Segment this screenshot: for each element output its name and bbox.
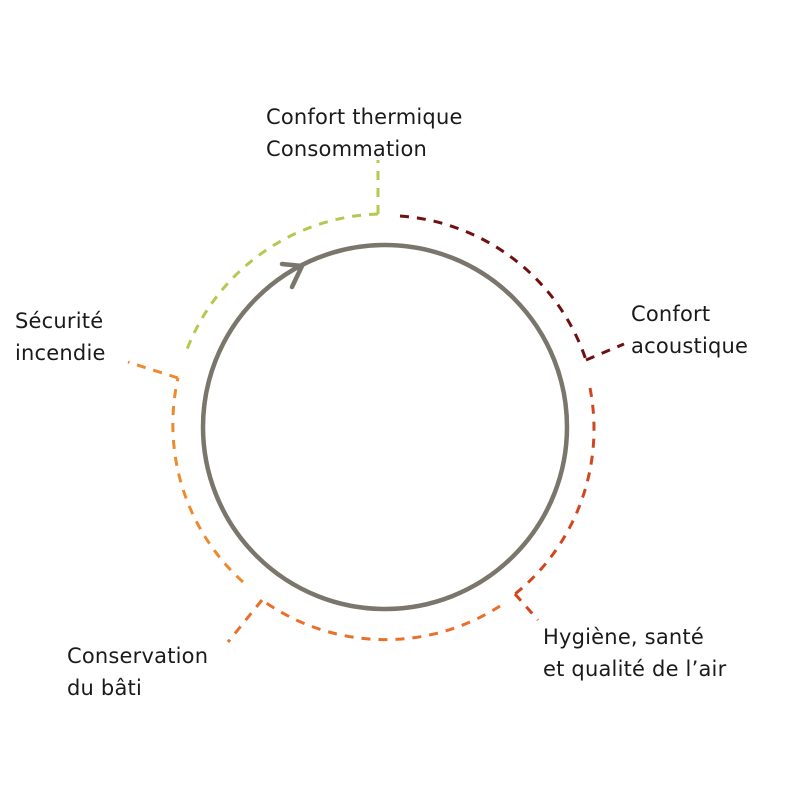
cycle-circle <box>200 242 570 612</box>
label-line: Consommation <box>266 137 428 161</box>
label-securite-incendie: Sécurité incendie <box>15 305 106 369</box>
label-hygiene-sante: Hygiène, santé et qualité de l’air <box>543 621 726 685</box>
segment-arc-incendie <box>171 377 245 584</box>
cycle-arrow-icon <box>279 261 305 290</box>
label-line: Confort thermique <box>266 105 463 129</box>
label-line: Sécurité <box>15 309 104 333</box>
label-line: incendie <box>15 341 106 365</box>
label-line: Confort <box>631 302 711 326</box>
segment-arc-conservation <box>261 598 501 642</box>
segment-leader-incendie <box>127 360 179 380</box>
segment-leader-conservation <box>226 599 264 643</box>
label-conservation-bati: Conservation du bâti <box>67 640 208 704</box>
segment-leader-acoustique <box>585 342 625 362</box>
label-confort-thermique: Confort thermique Consommation <box>266 101 463 165</box>
label-confort-acoustique: Confort acoustique <box>631 298 748 362</box>
segment-arc-acoustique <box>399 214 588 361</box>
label-line: et qualité de l’air <box>543 657 727 681</box>
label-line: du bâti <box>67 676 142 700</box>
segment-arc-thermique <box>184 212 379 353</box>
label-line: acoustique <box>631 334 749 358</box>
label-line: Hygiène, santé <box>543 625 704 649</box>
segment-leader-hygiene <box>513 593 540 621</box>
label-line: Conservation <box>67 644 209 668</box>
